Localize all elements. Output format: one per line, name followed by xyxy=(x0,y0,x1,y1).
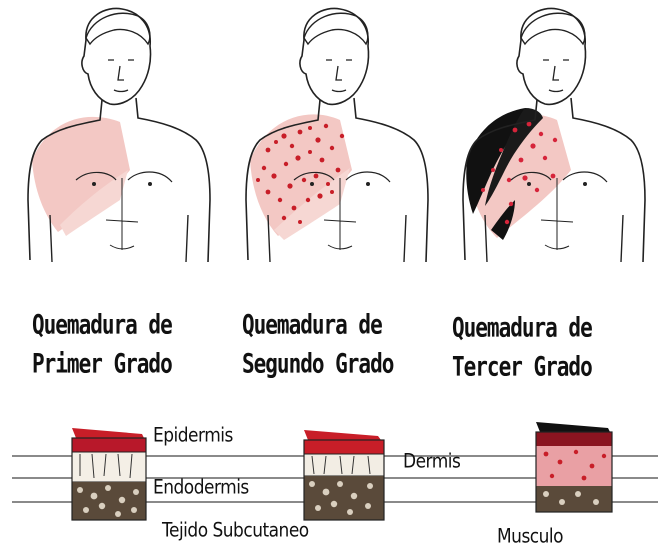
caption-third-degree: Quemadura de Tercer Grado xyxy=(452,309,592,387)
torso-figure-first-degree xyxy=(10,0,220,290)
label-tejido-subcutaneo: Tejido Subcutaneo xyxy=(162,519,309,542)
torso-figure-third-degree xyxy=(445,0,655,290)
skin-block-third-degree xyxy=(536,422,612,512)
label-musculo: Musculo xyxy=(497,525,563,548)
caption-line: Segundo Grado xyxy=(242,345,393,384)
torso-figure-second-degree xyxy=(228,0,438,290)
skin-block-second-degree xyxy=(304,430,384,520)
caption-line: Quemadura de xyxy=(242,306,393,345)
label-dermis: Dermis xyxy=(403,450,460,473)
label-epidermis: Epidermis xyxy=(153,424,233,447)
caption-line: Quemadura de xyxy=(32,306,172,345)
caption-line: Primer Grado xyxy=(32,345,172,384)
label-endodermis: Endodermis xyxy=(153,476,249,499)
caption-first-degree: Quemadura de Primer Grado xyxy=(32,306,172,384)
caption-second-degree: Quemadura de Segundo Grado xyxy=(242,306,393,384)
skin-block-first-degree xyxy=(72,428,146,520)
caption-line: Tercer Grado xyxy=(452,348,592,387)
caption-line: Quemadura de xyxy=(452,309,592,348)
